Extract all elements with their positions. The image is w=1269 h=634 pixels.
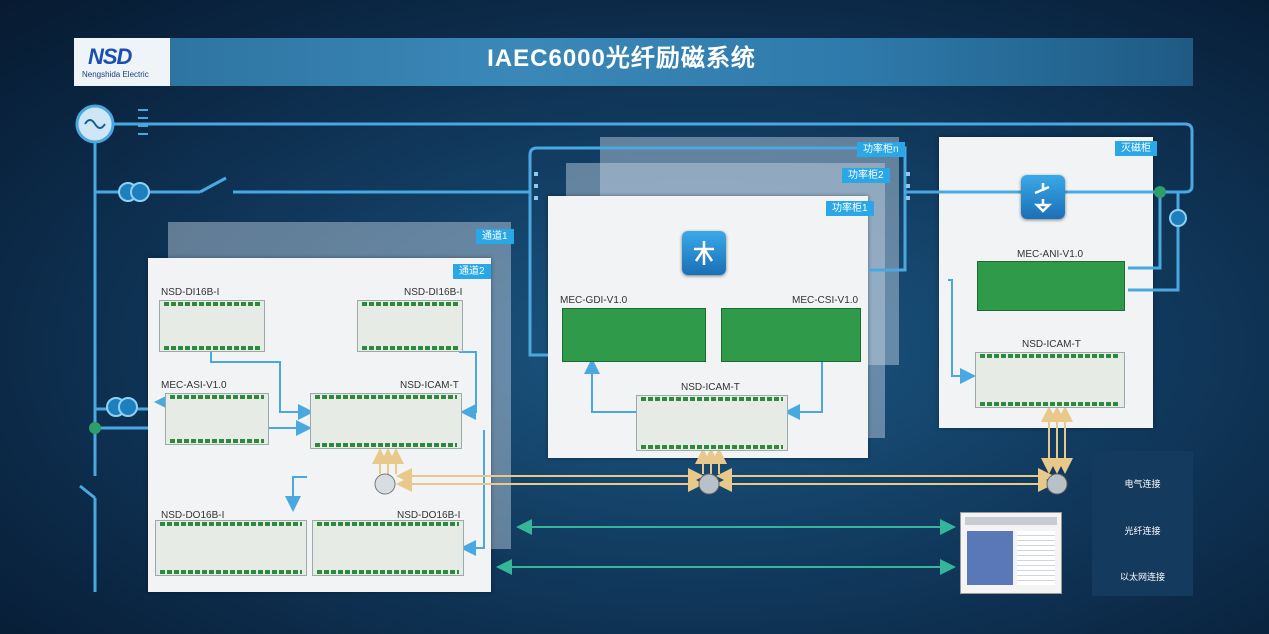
page-title: IAEC6000光纤励磁系统 <box>487 45 756 72</box>
label-di16b-right: NSD-DI16B-I <box>404 287 463 298</box>
module-gdi <box>562 308 706 362</box>
logo: NSD Nengshida Electric <box>74 38 170 86</box>
legend: 电气连接 光纤连接 以太网连接 <box>1092 451 1193 596</box>
tag-power-cabinet-1: 功率柜1 <box>826 201 874 216</box>
label-gdi: MEC-GDI-V1.0 <box>560 295 628 306</box>
label-asi: MEC-ASI-V1.0 <box>161 380 227 391</box>
label-icam-demag: NSD-ICAM-T <box>1022 339 1081 350</box>
tag-channel-2: 通道2 <box>453 264 491 279</box>
label-icam-channel: NSD-ICAM-T <box>400 380 459 391</box>
module-icam-channel <box>310 393 462 449</box>
tag-power-cabinet-2: 功率柜2 <box>842 168 890 183</box>
tag-power-cabinet-n: 功率柜n <box>857 142 905 157</box>
title-bar <box>74 38 1193 86</box>
module-do16b-left <box>155 520 307 576</box>
module-di16b-right <box>357 300 463 352</box>
module-icam-power <box>636 395 788 451</box>
breaker-icon <box>1021 175 1065 219</box>
tag-channel-1: 通道1 <box>476 229 514 244</box>
tag-demag-cabinet: 灭磁柜 <box>1115 141 1157 156</box>
module-asi <box>165 393 269 445</box>
label-do16b-left: NSD-DO16B-I <box>161 510 225 521</box>
legend-fiber: 光纤连接 <box>1124 526 1161 536</box>
module-do16b-right <box>312 520 464 576</box>
module-csi <box>721 308 861 362</box>
label-ani: MEC-ANI-V1.0 <box>1017 249 1084 260</box>
label-di16b-left: NSD-DI16B-I <box>161 287 220 298</box>
logo-mark: NSD <box>88 44 132 69</box>
module-di16b-left <box>159 300 265 352</box>
monitoring-screen <box>960 512 1062 594</box>
legend-electrical: 电气连接 <box>1124 479 1161 489</box>
label-do16b-right: NSD-DO16B-I <box>397 510 461 521</box>
module-ani <box>977 261 1125 311</box>
legend-ethernet: 以太网连接 <box>1119 572 1165 582</box>
label-csi: MEC-CSI-V1.0 <box>792 295 859 306</box>
thyristor-icon <box>682 231 726 275</box>
logo-subtitle: Nengshida Electric <box>82 70 149 79</box>
module-icam-demag <box>975 352 1125 408</box>
label-icam-power: NSD-ICAM-T <box>681 382 740 393</box>
